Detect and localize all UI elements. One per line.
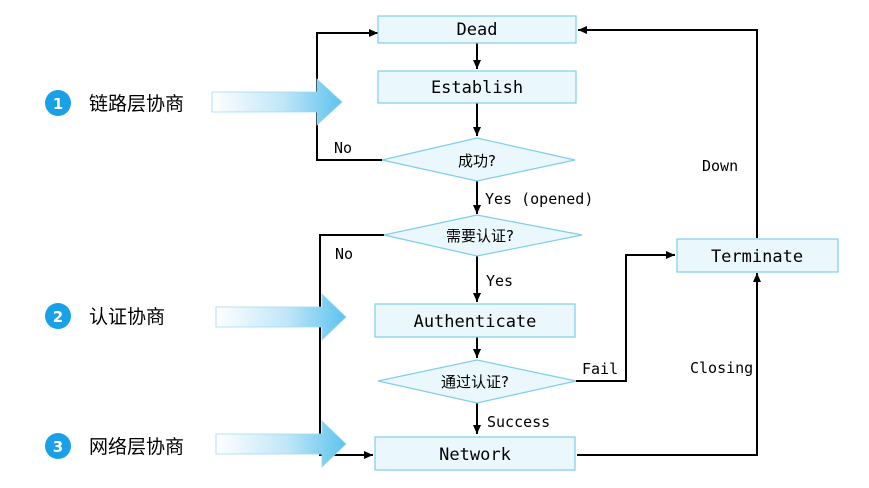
decision-auth-required-label: 需要认证? (446, 227, 514, 245)
edge-label-no-1: No (334, 139, 352, 157)
node-establish-label: Establish (431, 78, 523, 98)
phase-1-number: 1 (53, 95, 63, 113)
edge-label-no-2: No (335, 245, 353, 263)
edge-label-down: Down (702, 157, 738, 175)
node-network: Network (374, 436, 576, 471)
phase-3-arrow (215, 420, 347, 468)
decision-auth-passed: 通过认证? (377, 359, 577, 404)
edge-label-success: Success (487, 413, 550, 431)
phase-2-number: 2 (53, 308, 63, 326)
node-network-label: Network (439, 445, 511, 465)
edge-label-yes-opened: Yes (opened) (485, 190, 593, 208)
phase-3-number: 3 (53, 438, 63, 456)
node-establish: Establish (377, 70, 577, 104)
phase-1-label: 链路层协商 (89, 93, 184, 115)
phase-3-label: 网络层协商 (89, 436, 184, 458)
phase-2: 2 认证协商 (45, 293, 347, 341)
decision-auth-passed-label: 通过认证? (441, 373, 509, 391)
phase-3: 3 网络层协商 (45, 420, 347, 468)
decision-success-check: 成功? (381, 137, 576, 182)
edge-network-closing-to-terminate (577, 273, 761, 456)
node-dead-label: Dead (457, 20, 498, 40)
decision-diamonds: 成功? 需要认证? 通过认证? (377, 137, 583, 404)
process-boxes: Dead Establish Authenticate Network Term… (374, 15, 839, 471)
edge-auth-passed-fail-to-terminate (576, 251, 675, 382)
decision-success-check-label: 成功? (458, 152, 496, 170)
node-authenticate: Authenticate (374, 303, 576, 338)
edge-terminate-down-to-dead (578, 26, 758, 238)
node-terminate-label: Terminate (711, 247, 803, 267)
node-authenticate-label: Authenticate (414, 312, 537, 332)
edge-labels: No Yes (opened) No Yes Fail Success Down… (334, 139, 753, 431)
phase-2-arrow (215, 293, 347, 341)
node-terminate: Terminate (676, 238, 839, 273)
phase-1: 1 链路层协商 (45, 78, 343, 126)
phase-2-badge (45, 303, 71, 329)
phase-1-badge (45, 90, 71, 116)
node-dead: Dead (377, 15, 577, 44)
edge-label-yes: Yes (486, 272, 513, 290)
phase-3-badge (45, 433, 71, 459)
edge-label-fail: Fail (582, 360, 618, 378)
phase-2-label: 认证协商 (89, 306, 165, 328)
edge-label-closing: Closing (690, 359, 753, 377)
edge-auth-required-no-to-network (319, 234, 384, 459)
decision-auth-required: 需要认证? (383, 214, 583, 257)
phase-1-arrow (211, 78, 343, 126)
